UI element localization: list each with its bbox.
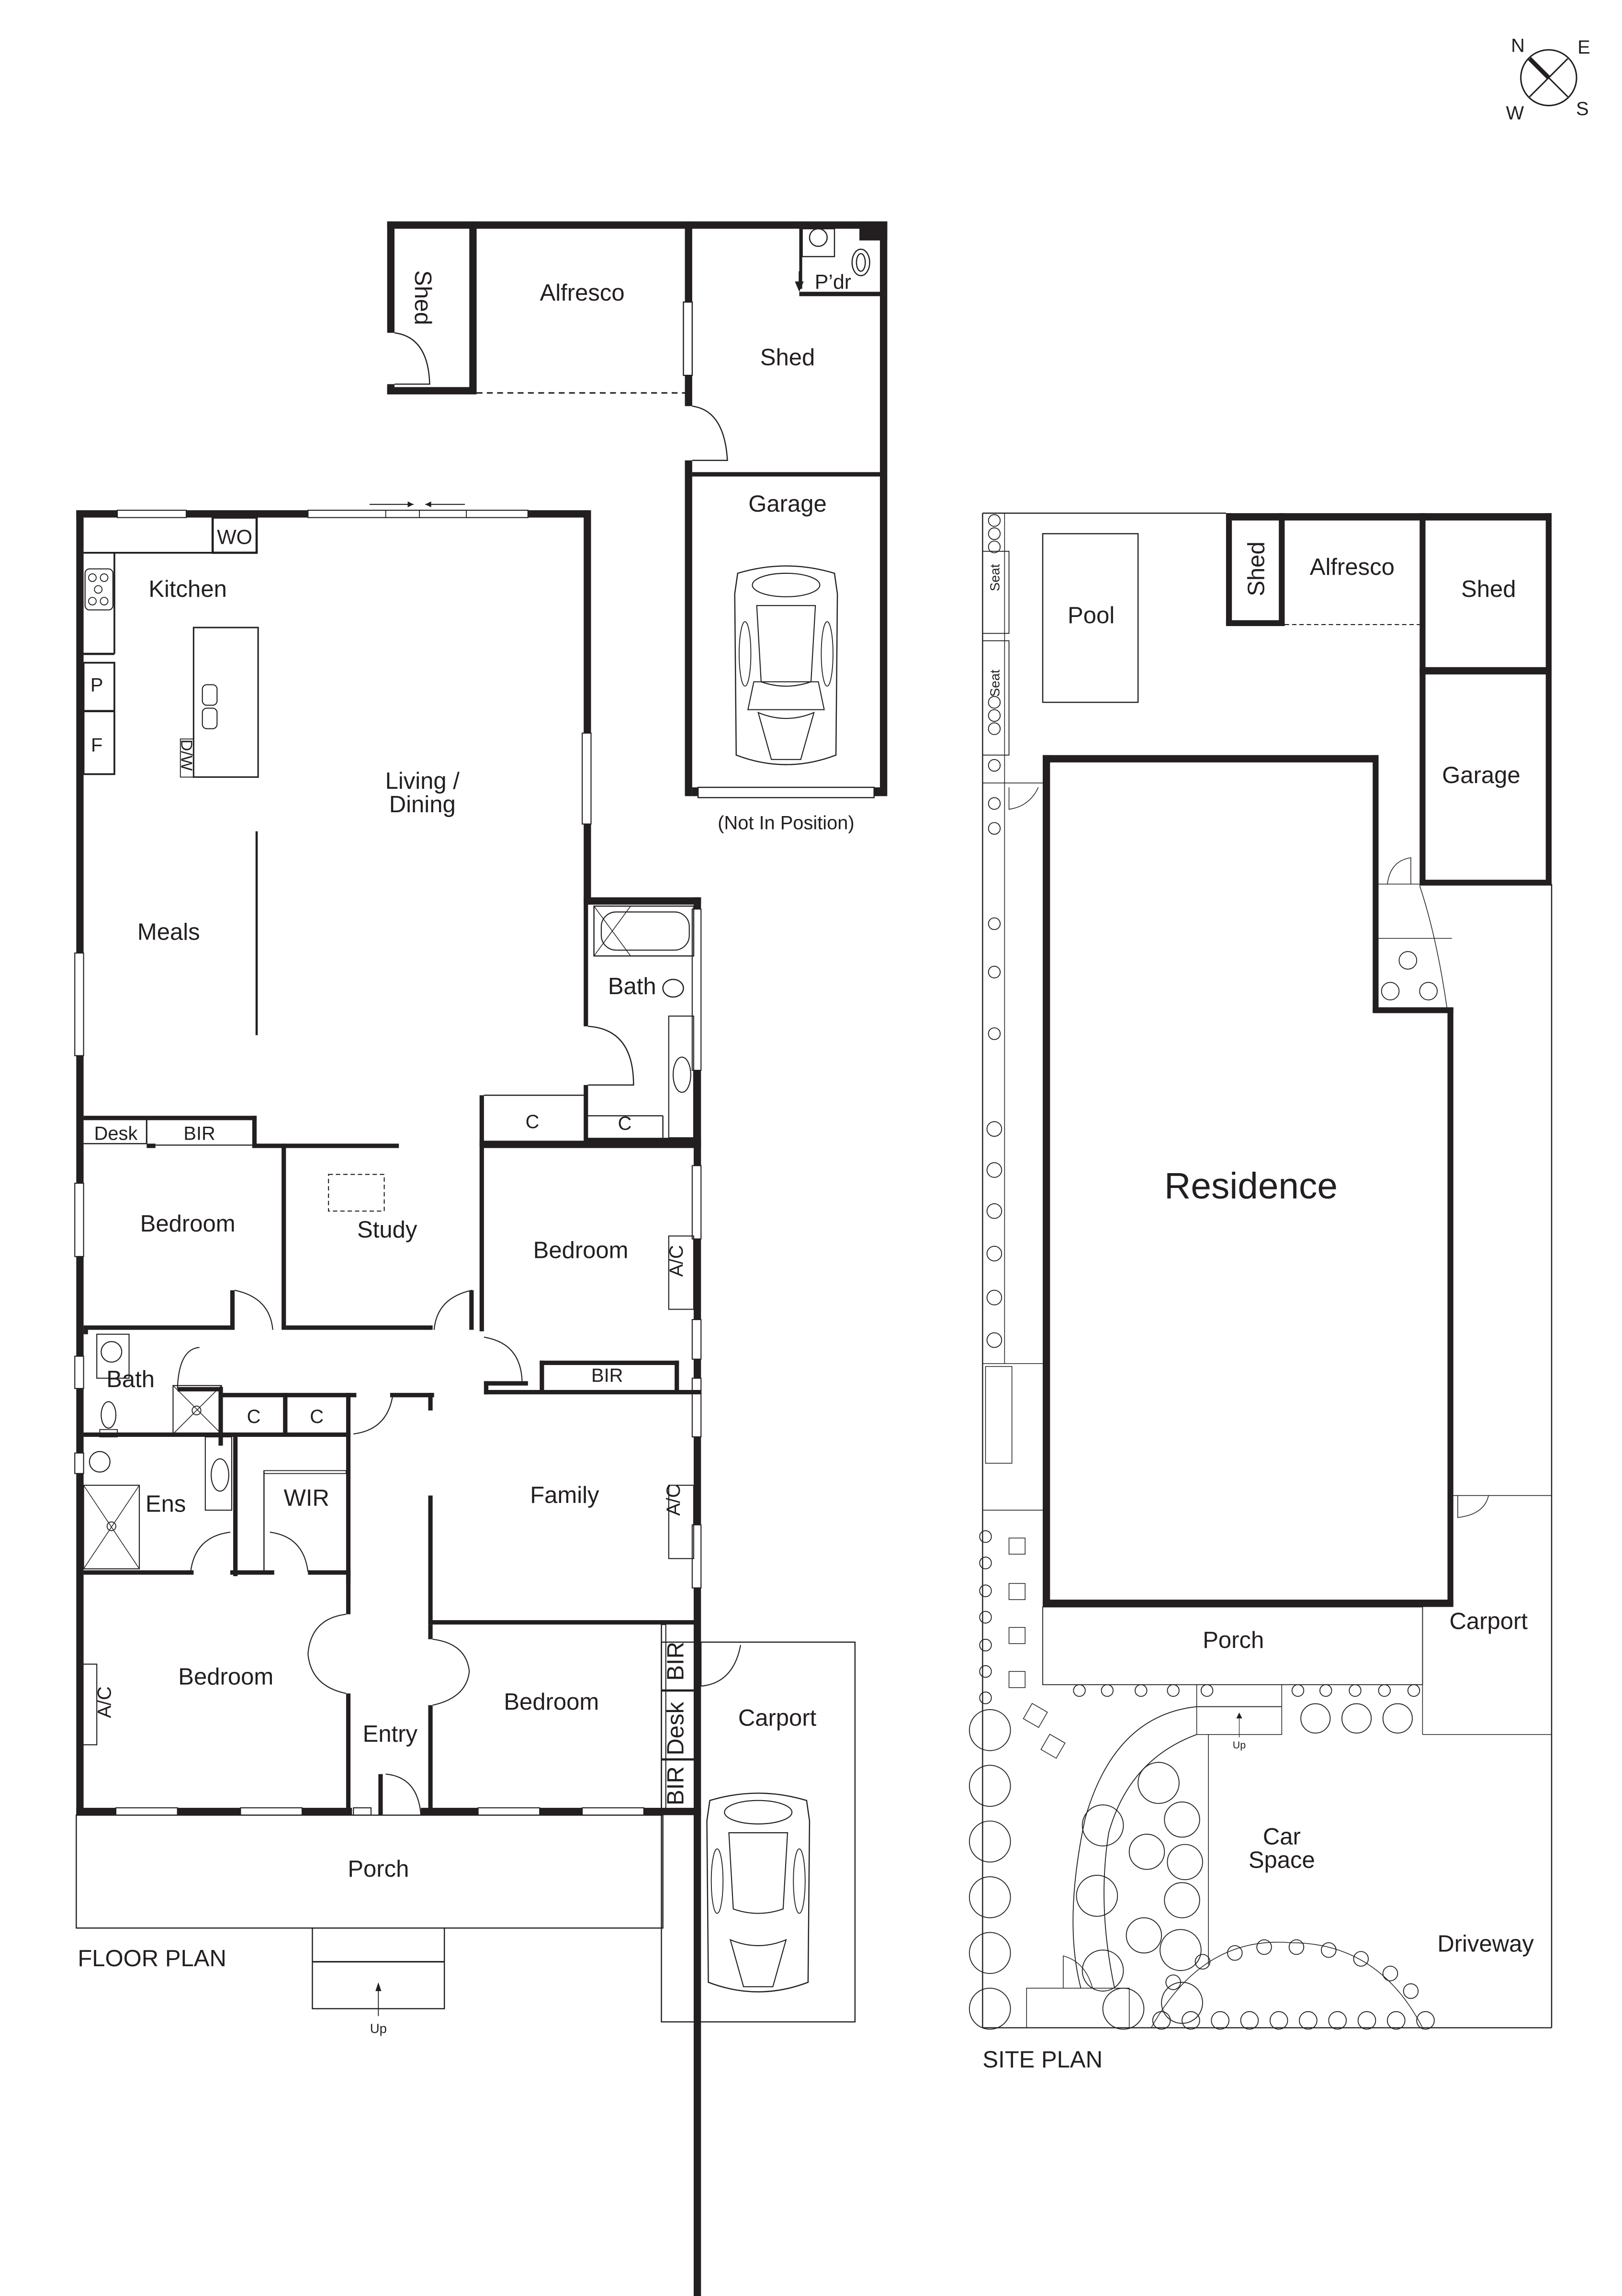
room-label-living-dining: Living / Dining	[385, 770, 460, 818]
floor-plan-title: FLOOR PLAN	[78, 1947, 226, 1972]
room-label-wir: WIR	[283, 1487, 329, 1512]
site-label-driveway: Driveway	[1437, 1932, 1534, 1958]
site-label-alfresco: Alfresco	[1309, 555, 1395, 581]
site-label-porch: Porch	[1203, 1629, 1264, 1654]
site-label-steps-up: Up	[1232, 1741, 1246, 1752]
site-label-pool: Pool	[1068, 604, 1115, 629]
room-label-ensuite: Ens	[145, 1492, 186, 1518]
label-desk-1: Desk	[94, 1122, 138, 1144]
site-label-car-space: Car Space	[1248, 1825, 1315, 1874]
compass-south-label: S	[1576, 97, 1589, 120]
label-desk-2: Desk	[664, 1702, 689, 1756]
room-label-shed-small: Shed	[409, 270, 434, 325]
room-label-bedroom-3: Bedroom	[504, 1690, 599, 1716]
compass-east-label: E	[1577, 36, 1590, 58]
room-label-kitchen: Kitchen	[148, 577, 227, 603]
label-bir-3: BIR	[664, 1641, 689, 1681]
label-cupboard-3: C	[247, 1405, 261, 1428]
label-ac-2: A/C	[662, 1484, 685, 1516]
room-label-garage: Garage	[748, 493, 827, 518]
site-plan-drawing	[982, 512, 1553, 2028]
room-label-bedroom-1: Bedroom	[140, 1212, 236, 1238]
label-seat-2: Seat	[988, 670, 1002, 697]
label-steps-up: Up	[370, 2021, 387, 2036]
car-icon	[734, 565, 838, 765]
site-label-shed-small: Shed	[1245, 541, 1270, 596]
room-label-shed: Shed	[760, 346, 815, 371]
label-cupboard-1: C	[525, 1110, 540, 1133]
room-label-powder-room: P’dr	[814, 269, 852, 293]
room-label-carport: Carport	[738, 1706, 817, 1732]
label-bir-4: BIR	[664, 1766, 689, 1805]
label-ac-1: A/C	[665, 1245, 687, 1277]
compass-west-label: W	[1506, 101, 1524, 124]
site-label-residence: Residence	[1164, 1166, 1338, 1208]
compass-north-label: N	[1511, 34, 1525, 56]
compass-icon	[1520, 49, 1577, 107]
room-label-entry: Entry	[362, 1723, 418, 1748]
main-house-walls	[74, 501, 856, 2296]
garage-note: (Not In Position)	[718, 811, 855, 834]
car-icon	[706, 1792, 811, 1993]
site-plan-title: SITE PLAN	[982, 2048, 1103, 2073]
label-ac-3: A/C	[93, 1686, 115, 1718]
label-pantry: P	[90, 673, 103, 696]
room-label-bedroom-2: Bedroom	[533, 1239, 629, 1264]
label-wall-oven: WO	[217, 525, 253, 549]
label-cupboard-2: C	[618, 1112, 632, 1134]
room-label-bath-main: Bath	[608, 975, 656, 1000]
site-label-shed: Shed	[1461, 577, 1516, 603]
label-cupboard-4: C	[310, 1405, 324, 1428]
tree-icons	[969, 514, 1438, 2030]
room-label-bedroom-master: Bedroom	[178, 1665, 274, 1691]
label-bir-2: BIR	[591, 1364, 623, 1387]
room-label-porch: Porch	[348, 1858, 409, 1883]
room-label-family: Family	[530, 1484, 599, 1509]
room-label-meals: Meals	[137, 920, 200, 946]
label-fridge: F	[90, 734, 103, 756]
room-label-study: Study	[357, 1218, 417, 1243]
site-label-garage: Garage	[1442, 763, 1521, 789]
label-dishwasher: D/W	[177, 739, 194, 771]
site-label-carport: Carport	[1449, 1610, 1528, 1635]
room-label-bath-2: Bath	[106, 1368, 155, 1393]
label-bir-1: BIR	[183, 1122, 215, 1144]
outbuildings-walls	[387, 221, 888, 798]
label-seat-1: Seat	[988, 564, 1002, 592]
room-label-alfresco: Alfresco	[540, 281, 625, 307]
